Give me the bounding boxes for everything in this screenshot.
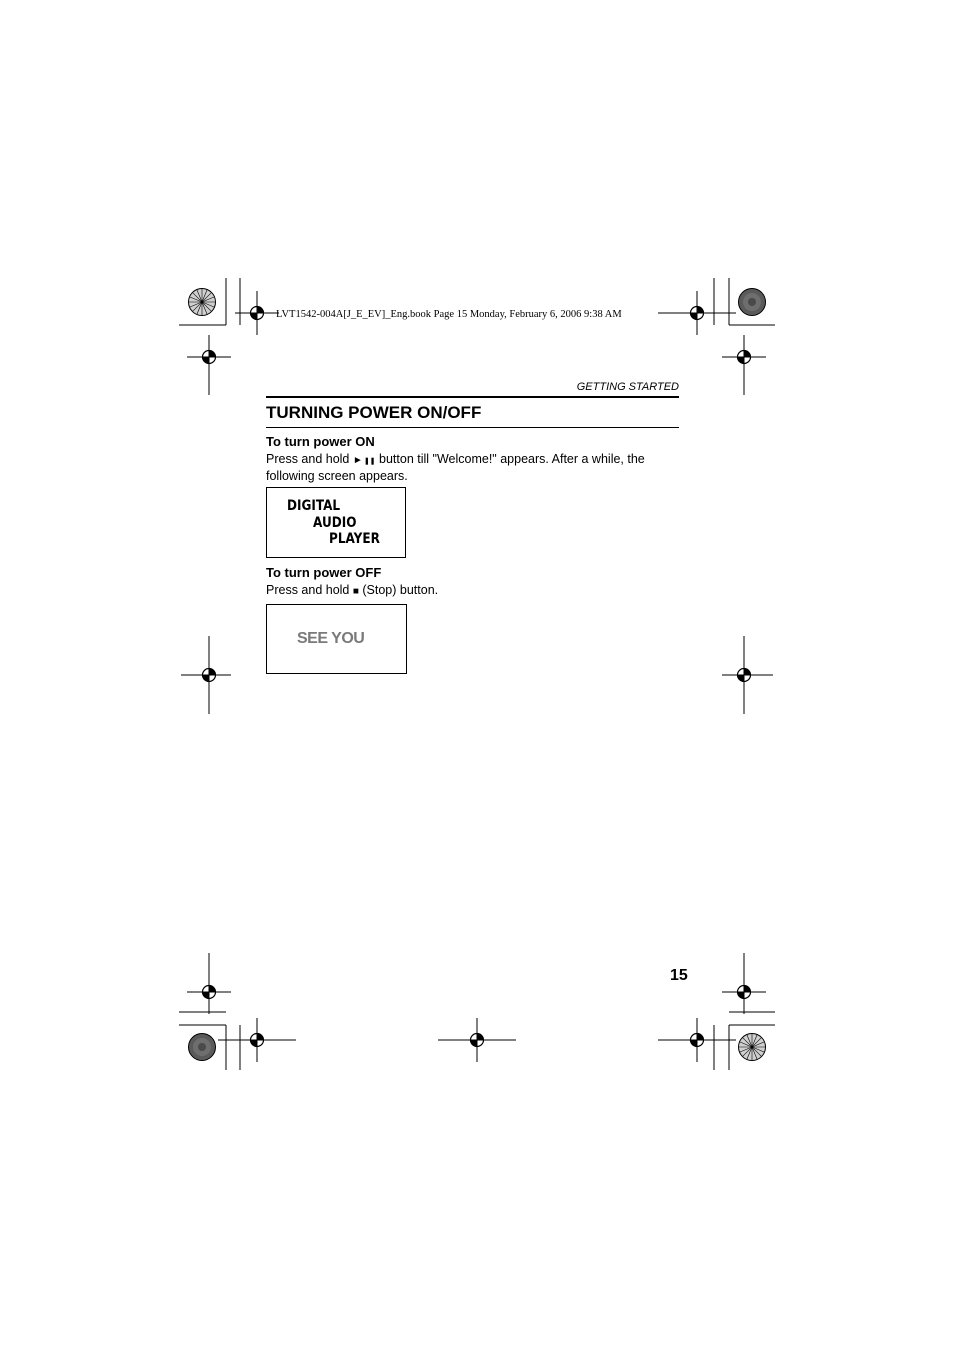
power-on-instructions: Press and hold ► ❚❚ button till "Welcome… [266,452,679,483]
screen-see-you: SEE YOU [297,630,365,647]
power-off-instructions: Press and hold ■ (Stop) button. [266,583,679,599]
title-rule [266,427,679,428]
power-off-text-after: (Stop) button. [358,583,439,597]
section-title: TURNING POWER ON/OFF [266,403,482,422]
top-rule [266,396,679,398]
display-screen-off: SEE YOU [266,604,407,674]
power-on-text-after: button till "Welcome!" appears. After a … [266,452,645,483]
screen-line-audio: AUDIO [313,515,357,531]
screen-line-player: PLAYER [329,531,380,547]
stop-icon: ■ [352,586,359,597]
display-screen-on: DIGITAL AUDIO PLAYER [266,487,406,558]
play-icon: ► [352,455,363,466]
page-number: 15 [670,967,688,984]
running-head: GETTING STARTED [576,381,679,393]
print-info-line: LVT1542-004A[J_E_EV]_Eng.book Page 15 Mo… [276,309,622,320]
power-on-text-before: Press and hold [266,452,353,466]
power-on-heading: To turn power ON [266,434,375,449]
pause-icon: ❚❚ [363,458,376,465]
screen-line-digital: DIGITAL [287,498,341,514]
power-off-heading: To turn power OFF [266,565,382,580]
power-off-text-before: Press and hold [266,583,353,597]
